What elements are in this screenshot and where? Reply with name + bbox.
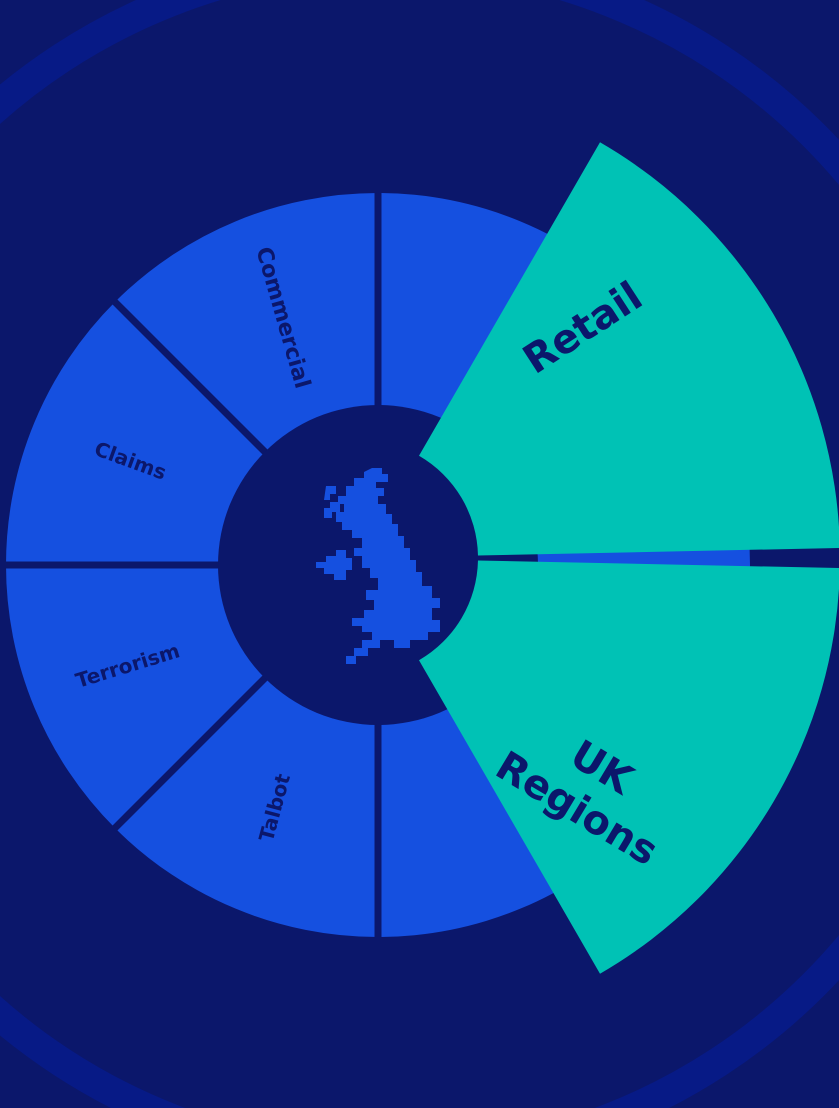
segment-claims[interactable] — [6, 301, 269, 565]
segment-dividers — [4, 191, 382, 939]
segment-uk-regions[interactable] — [419, 560, 839, 974]
segment-commercial[interactable] — [114, 193, 379, 456]
segment-talbot[interactable] — [114, 674, 379, 937]
segment-divider — [111, 298, 271, 458]
segment-terrorism[interactable] — [6, 565, 269, 829]
map-great-britain — [336, 468, 440, 664]
map-northern-ireland — [316, 550, 352, 580]
segment-divider — [111, 672, 271, 832]
uk-map-icon — [316, 468, 440, 664]
segment-retail[interactable] — [419, 142, 839, 556]
map-hebrides — [324, 486, 340, 518]
